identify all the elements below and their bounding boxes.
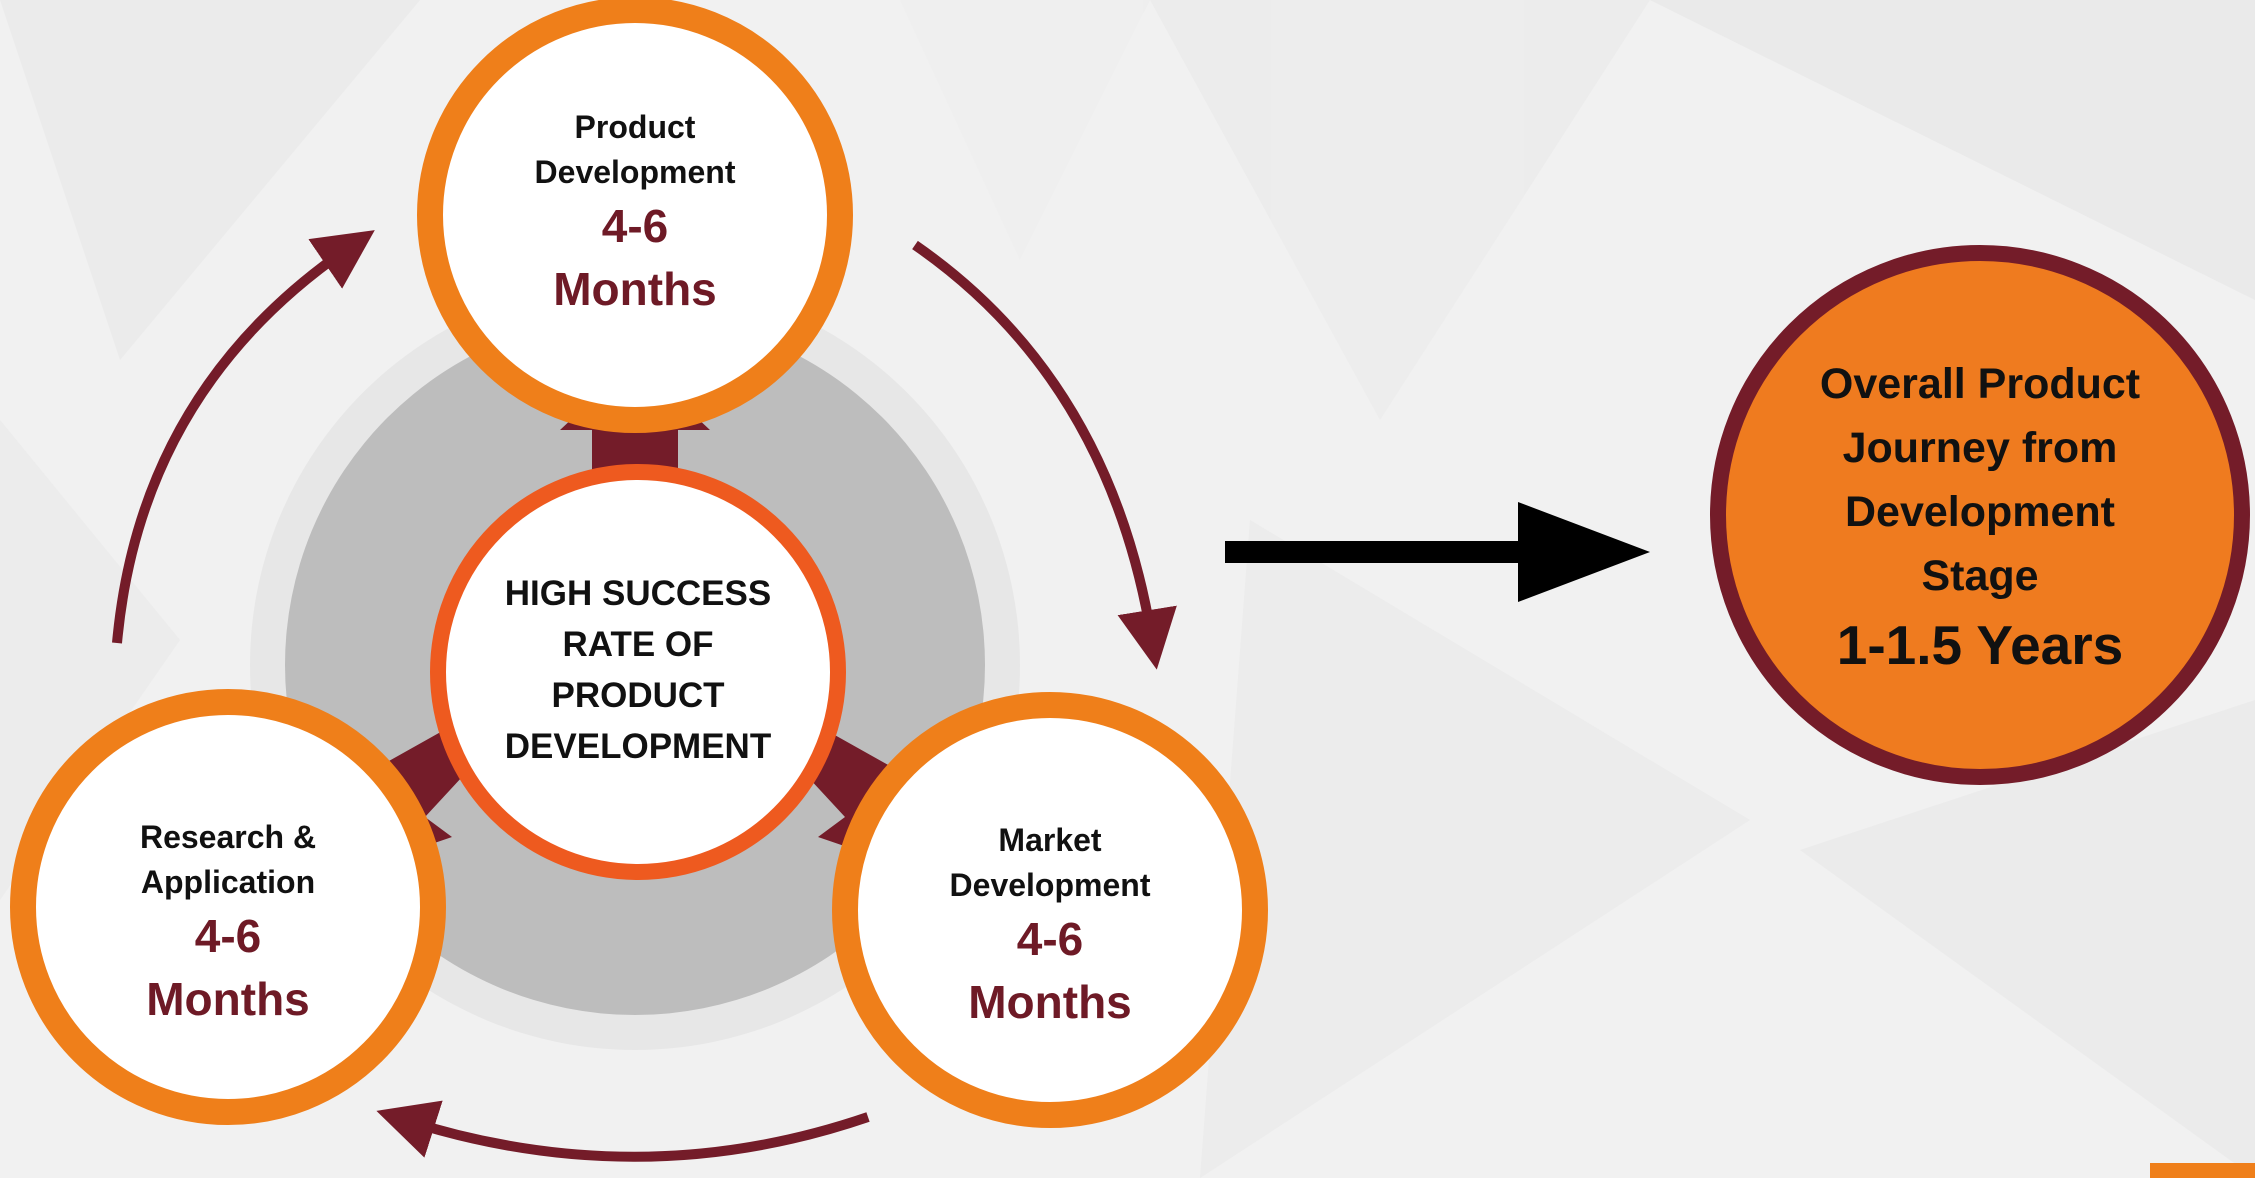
product-development-duration-2: Months [553,263,717,315]
research-application-title-1: Research & [139,819,317,855]
center-circle [430,464,846,880]
center-label: HIGH SUCCESS RATE OF PRODUCT DEVELOPMENT [468,568,808,772]
summary-label: Overall Product Journey from Development… [1770,352,2190,682]
market-development-label: Market Development 4-6 Months [895,818,1205,1034]
summary-arrow-head [1518,502,1650,602]
market-development-title-1: Market [998,822,1102,858]
cycle-arrow-product-to-market [912,240,1177,670]
research-application-label: Research & Application 4-6 Months [73,815,383,1031]
market-development-title-2: Development [949,867,1151,903]
research-application-duration-2: Months [146,973,310,1025]
center-line-4: DEVELOPMENT [504,727,772,766]
market-development-circle [832,692,1268,1128]
summary-line-1: Overall Product [1819,360,2141,408]
summary-arrow-shaft [1225,541,1525,563]
summary-line-2: Journey from [1842,424,2118,472]
center-line-2: RATE OF [562,625,714,664]
product-development-circle [417,0,853,433]
market-development-duration-1: 4-6 [1016,913,1084,965]
cycle-arrow-market-to-research [376,1100,870,1162]
center-line-1: HIGH SUCCESS [504,574,772,613]
product-development-duration-1: 4-6 [601,200,669,252]
market-development-duration-2: Months [968,976,1132,1028]
summary-duration: 1-1.5 Years [1836,614,2124,676]
summary-circle [1710,245,2250,785]
product-development-label: Product Development 4-6 Months [480,105,790,321]
cycle-arrow-research-to-product [112,230,375,644]
research-application-duration-1: 4-6 [194,910,262,962]
product-development-title-1: Product [574,109,696,145]
summary-line-4: Stage [1921,552,2039,600]
summary-line-3: Development [1844,488,2115,536]
research-application-circle [10,689,446,1125]
research-application-title-2: Application [140,864,316,900]
product-development-title-2: Development [534,154,736,190]
center-line-3: PRODUCT [551,676,725,715]
corner-logo-fragment [2150,1163,2255,1178]
